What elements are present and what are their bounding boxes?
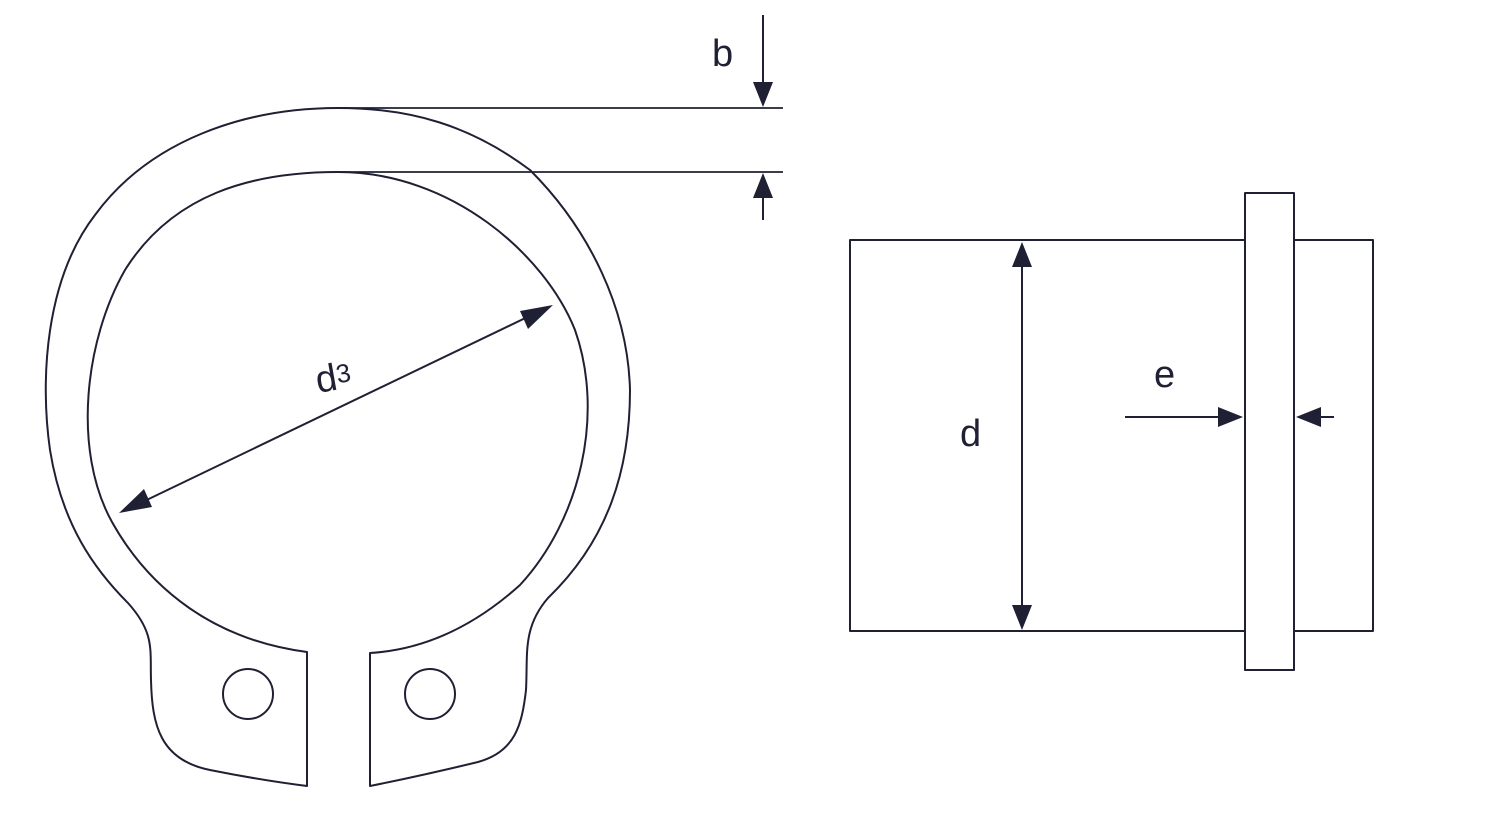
dimension-d3: d3 (119, 305, 553, 513)
shaft-right-section (1293, 239, 1374, 632)
dimension-d: d (960, 242, 1032, 630)
b-label: b (712, 33, 733, 75)
b-arrowhead-top (753, 82, 773, 107)
d-arrowhead-bottom (1012, 605, 1032, 630)
d3-arrowhead-upper (520, 305, 553, 329)
ring-outline (44, 107, 631, 787)
ring-cross-section (1244, 192, 1295, 671)
shaft-left-section (849, 239, 1246, 632)
d-label: d (960, 413, 981, 455)
dimension-b: b (338, 15, 783, 220)
d3-label-subscript: 3 (334, 357, 353, 389)
d-arrowhead-top (1012, 242, 1032, 267)
right-lug-hole (404, 668, 456, 720)
retaining-ring-front-view: d3 b (44, 15, 783, 787)
left-lug-hole (222, 668, 274, 720)
e-label: e (1154, 354, 1175, 396)
e-arrowhead-right (1296, 407, 1321, 427)
e-arrowhead-left (1218, 407, 1243, 427)
d3-arrowhead-lower (119, 489, 152, 513)
d3-label: d3 (312, 354, 354, 402)
d3-dimension-line (129, 309, 543, 509)
dimension-e: e (1125, 354, 1334, 427)
shaft-side-view: d e (849, 192, 1374, 671)
b-arrowhead-bottom (753, 173, 773, 198)
